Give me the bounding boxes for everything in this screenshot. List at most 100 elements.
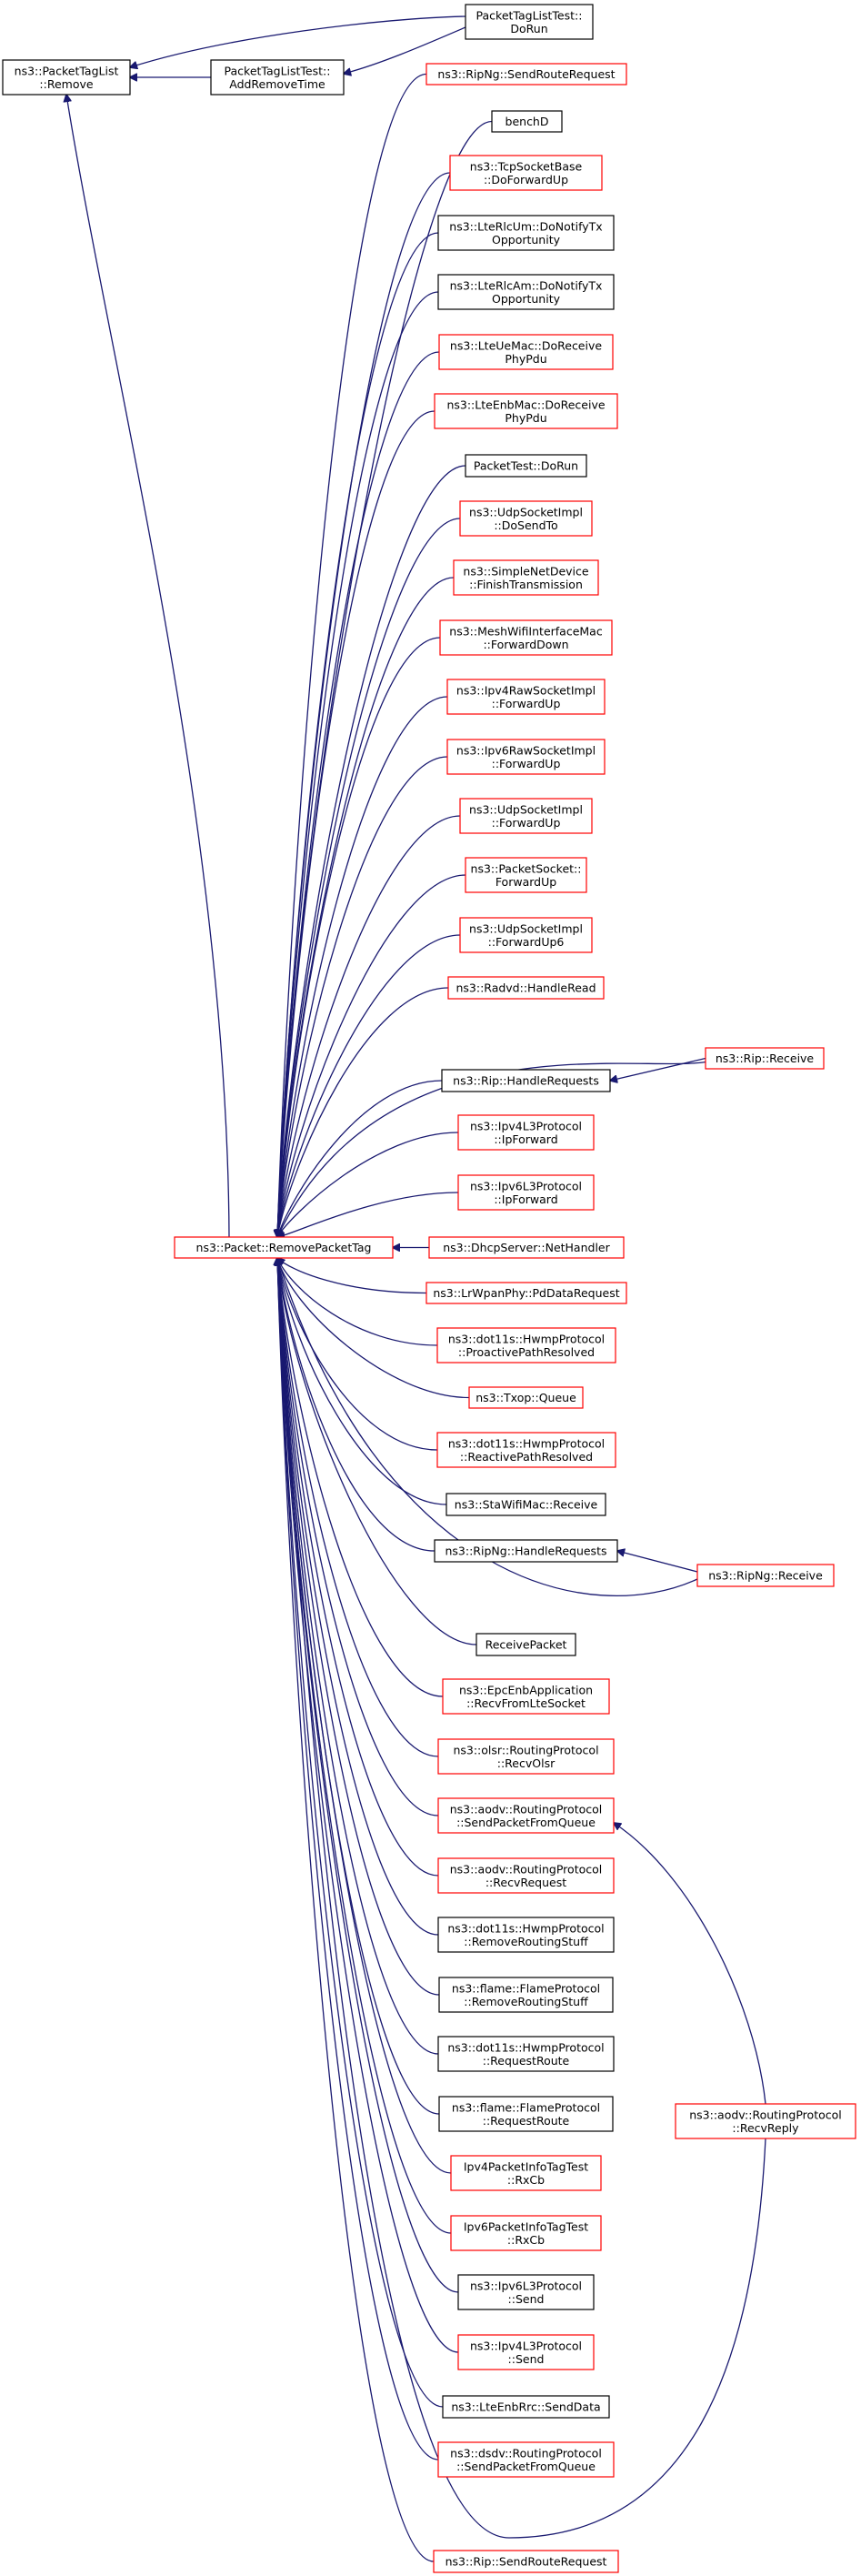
node-hwmp-reactive[interactable]: ns3::dot11s::HwmpProtocol::ReactivePathR… [436,1432,616,1468]
edge-ipv6Raw [277,756,448,1237]
node-box [446,1493,606,1516]
node-label: ns3::dot11s::HwmpProtocol [447,1921,604,1935]
node-packet-test-do-run[interactable]: PacketTest::DoRun [465,454,587,478]
node-hwmp-remove[interactable]: ns3::dot11s::HwmpProtocol::RemoveRouting… [437,1917,615,1953]
node-olsr[interactable]: ns3::olsr::RoutingProtocol::RecvOlsr [437,1738,615,1775]
node-sta-wifi[interactable]: ns3::StaWifiMac::Receive [446,1493,606,1516]
edge-staWifi [277,1258,447,1505]
node-box [450,2215,602,2251]
edge-ipv6L3Fwd [277,1192,459,1237]
node-ipv4-l3-fwd[interactable]: ns3::Ipv4L3Protocol::IpForward [457,1114,595,1151]
node-label: ns3::UdpSocketImpl [469,802,583,816]
node-rip-handle[interactable]: ns3::Rip::HandleRequests [441,1069,611,1092]
node-dsdv[interactable]: ns3::dsdv::RoutingProtocol::SendPacketFr… [437,2441,615,2478]
node-aodv-recv-req[interactable]: ns3::aodv::RoutingProtocol::RecvRequest [437,1857,615,1894]
edge-flameRemove [277,1258,440,1996]
node-rip-send-route[interactable]: ns3::Rip::SendRouteRequest [433,2550,619,2573]
node-label: AddRemoveTime [229,77,325,91]
node-flame-request[interactable]: ns3::flame::FlameProtocol::RequestRoute [438,2096,614,2132]
node-flame-remove[interactable]: ns3::flame::FlameProtocol::RemoveRouting… [438,1977,614,2013]
node-hwmp-proactive[interactable]: ns3::dot11s::HwmpProtocol::ProactivePath… [436,1327,616,1363]
node-epc-enb[interactable]: ns3::EpcEnbApplication::RecvFromLteSocke… [442,1678,610,1715]
node-label: Opportunity [492,292,561,306]
node-label: benchD [506,115,549,128]
node-ripng-send-route[interactable]: ns3::RipNg::SendRouteRequest [425,63,627,86]
node-radvd[interactable]: ns3::Radvd::HandleRead [447,976,605,1000]
node-do-run[interactable]: PacketTagListTest::DoRun [465,4,594,40]
edge-udpFwdUp6 [277,934,461,1237]
node-udp-fwd-up[interactable]: ns3::UdpSocketImpl::ForwardUp [459,798,593,834]
node-rip-receive[interactable]: ns3::Rip::Receive [705,1047,825,1070]
edge-ipv4L3Fwd [277,1132,459,1237]
node-add-remove[interactable]: PacketTagListTest::AddRemoveTime [210,59,345,96]
node-label: PacketTagListTest:: [476,8,583,22]
node-hwmp-request[interactable]: ns3::dot11s::HwmpProtocol::RequestRoute [437,2036,615,2072]
node-label: ::RequestRoute [483,2054,570,2068]
node-dhcp[interactable]: ns3::DhcpServer::NetHandler [428,1236,625,1259]
node-ripng-handle[interactable]: ns3::RipNg::HandleRequests [434,1539,618,1563]
node-box [437,2036,615,2072]
node-aodv-send-q[interactable]: ns3::aodv::RoutingProtocol::SendPacketFr… [437,1797,615,1834]
node-label: ::IpForward [494,1192,557,1206]
edge-packetTestDoRun [277,465,466,1237]
node-label: ns3::Ipv4L3Protocol [470,2339,582,2352]
node-udp-do-send-to[interactable]: ns3::UdpSocketImpl::DoSendTo [459,500,593,537]
edge-ipv4L3Send [277,1258,459,2353]
node-ripng-receive[interactable]: ns3::RipNg::Receive [696,1564,835,1587]
node-label: ns3::LteRlcUm::DoNotifyTx [449,219,602,233]
edge-ripngreceive-ripnghandle [617,1551,698,1573]
node-label: ns3::RipNg::HandleRequests [446,1545,607,1558]
node-aodv-recv-reply[interactable]: ns3::aodv::RoutingProtocol::RecvReply [675,2103,856,2139]
node-box [459,500,593,537]
node-label: ns3::SimpleNetDevice [463,564,588,578]
node-label: ::ForwardUp [492,816,561,830]
node-label: ::RemoveRoutingStuff [464,1995,588,2008]
node-root[interactable]: ns3::PacketTagList::Remove [2,59,131,96]
node-label: PhyPdu [505,352,546,366]
node-remove-packet-tag[interactable]: ns3::Packet::RemovePacketTag [174,1236,394,1259]
node-box [453,559,599,596]
node-label: ns3::flame::FlameProtocol [452,1981,600,1995]
node-label: ns3::LteEnbMac::DoReceive [446,397,605,411]
node-receive-packet[interactable]: ReceivePacket [476,1633,576,1656]
node-box [465,454,587,478]
node-bench-d[interactable]: benchD [491,110,563,133]
node-label: ::Remove [39,77,93,91]
node-label: ReceivePacket [486,1638,567,1652]
node-mesh-wifi[interactable]: ns3::MeshWifiInterfaceMac::ForwardDown [439,619,613,656]
node-box [705,1047,825,1070]
node-lr-wpan[interactable]: ns3::LrWpanPhy::PdDataRequest [425,1282,627,1304]
node-lte-enb-rrc[interactable]: ns3::LteEnbRrc::SendData [442,2395,610,2419]
edge-ripSendRoute [277,1258,435,2562]
node-box [434,393,618,429]
node-label: ::Send [508,2292,545,2306]
node-txop[interactable]: ns3::Txop::Queue [468,1386,584,1409]
node-packet-socket[interactable]: ns3::PacketSocket::ForwardUp [465,857,587,893]
node-box [437,274,615,310]
node-simple-net-dev[interactable]: ns3::SimpleNetDevice::FinishTransmission [453,559,599,596]
node-ipv6-l3-send[interactable]: ns3::Ipv6L3Protocol::Send [457,2274,595,2310]
node-label: ns3::PacketTagList [15,64,119,77]
node-label: ::RxCb [507,2173,545,2187]
node-ipv6-l3-fwd[interactable]: ns3::Ipv6L3Protocol::IpForward [457,1174,595,1211]
node-label: ns3::Ipv6RawSocketImpl [456,743,596,757]
node-ipv4-raw[interactable]: ns3::Ipv4RawSocketImpl::ForwardUp [446,679,606,715]
edge-ripreceive-riphandle [610,1057,706,1082]
node-label: ::ForwardUp [492,697,561,710]
node-label: ::ReactivePathResolved [460,1450,593,1464]
edge-hwmpRequest [277,1258,439,2055]
edge-receivePacket [277,1258,477,1645]
node-ipv6-raw[interactable]: ns3::Ipv6RawSocketImpl::ForwardUp [446,739,606,775]
node-tcp-fwd-up[interactable]: ns3::TcpSocketBase::DoForwardUp [449,155,603,191]
node-ipv6-pkt-info[interactable]: Ipv6PacketInfoTagTest::RxCb [450,2215,602,2251]
node-label: ::RemoveRoutingStuff [464,1935,588,1948]
node-udp-fwd-up6[interactable]: ns3::UdpSocketImpl::ForwardUp6 [459,917,593,953]
node-label: ns3::RipNg::SendRouteRequest [437,67,615,81]
node-box [450,2155,602,2191]
node-ipv4-pkt-info[interactable]: Ipv4PacketInfoTagTest::RxCb [450,2155,602,2191]
node-ipv4-l3-send[interactable]: ns3::Ipv4L3Protocol::Send [457,2334,595,2370]
